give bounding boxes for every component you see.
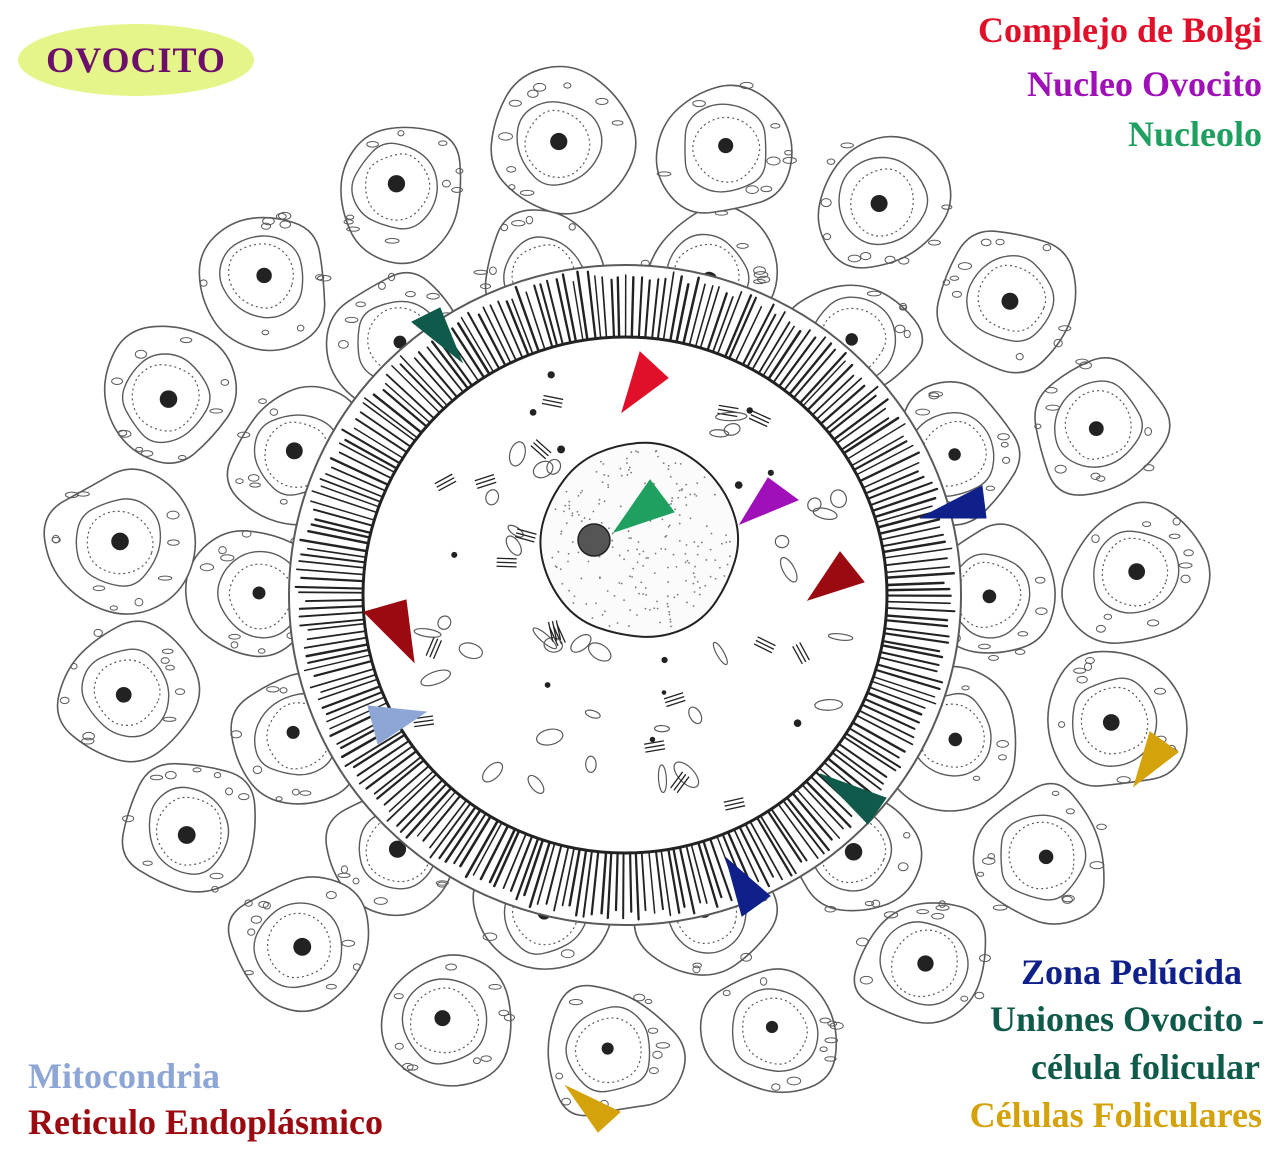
oocyte-nucleus [540,443,738,637]
granule [661,657,667,663]
follicular-cell [1035,358,1170,495]
follicular-cell [1062,502,1210,643]
granule [768,470,774,476]
legend-unions-line1: Uniones Ovocito - [990,1001,1264,1037]
legend-endoplasmic-reticulum: Reticulo Endoplásmico [28,1104,383,1140]
legend-golgi: Complejo de Bolgi [978,12,1262,48]
granule [530,409,537,416]
follicular-cell [818,137,952,268]
follicular-cell [973,784,1106,924]
follicular-cell [341,127,463,263]
follicular-cell [122,764,255,892]
follicular-cell [491,66,636,213]
legend-nucleus: Nucleo Ovocito [1027,66,1262,102]
follicular-cell [854,901,990,1023]
follicular-cell [58,621,200,762]
title-text: OVOCITO [46,39,226,81]
legend-mitochondria: Mitocondria [28,1058,220,1094]
granule [794,719,802,727]
granule [451,552,457,558]
follicular-cell [548,986,685,1116]
granule [557,446,565,454]
legend-zona-pellucida: Zona Pelúcida [1021,954,1242,990]
title-badge: OVOCITO [18,24,254,96]
granule [650,737,655,742]
follicular-cell [199,212,331,350]
granule [545,682,551,688]
follicular-cell [44,469,195,614]
granule [735,481,743,489]
legend-follicular-cells: Células Foliculares [970,1097,1262,1133]
follicular-cell [656,82,796,215]
follicular-cell [382,955,515,1086]
follicular-cell [701,969,844,1092]
legend-nucleolus: Nucleolo [1128,116,1262,152]
legend-unions-line2: célula folicular [1031,1049,1260,1085]
follicular-cell [228,877,368,1011]
granule [747,407,753,413]
granule [662,690,667,695]
follicular-cell [1048,652,1187,786]
follicular-cell [937,231,1076,373]
granule [548,371,555,378]
follicular-cell [105,326,237,463]
nucleolus [578,524,610,556]
oocyte-cytoplasm-layer [363,337,887,853]
